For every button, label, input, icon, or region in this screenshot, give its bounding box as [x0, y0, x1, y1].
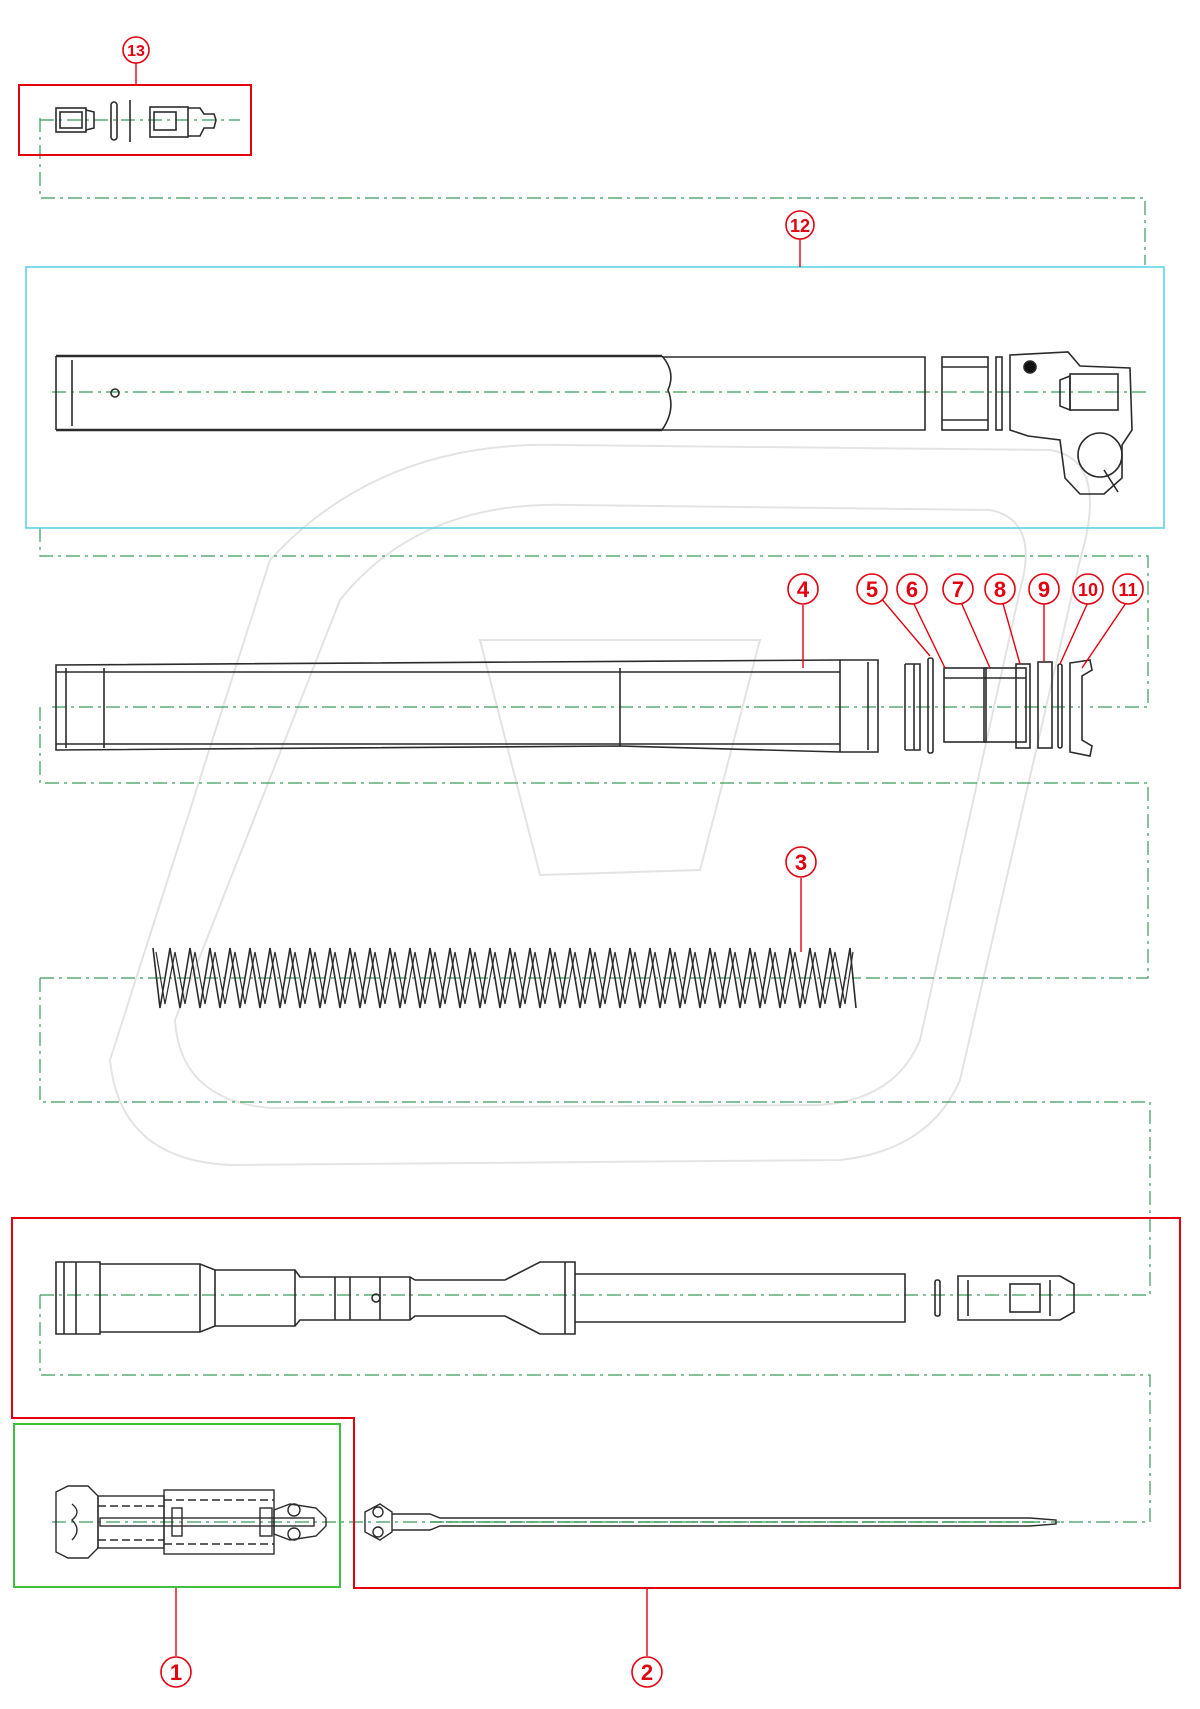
svg-text:7: 7 [952, 577, 964, 602]
callout-13: 13 [122, 36, 150, 64]
assembly-center-lines [39, 118, 1151, 1523]
callout-6: 6 [896, 573, 928, 605]
part-2-damping-rod [364, 1503, 1057, 1541]
callout-3: 3 [785, 846, 817, 878]
group-box-2 [11, 1217, 1181, 1589]
callout-8: 8 [984, 573, 1016, 605]
callout-12: 12 [785, 210, 815, 240]
group-box-13 [18, 84, 252, 156]
svg-text:9: 9 [1038, 577, 1050, 602]
svg-text:2: 2 [641, 1660, 653, 1685]
callout-11: 11 [1112, 573, 1144, 605]
callout-4: 4 [787, 573, 819, 605]
svg-text:4: 4 [797, 577, 810, 602]
svg-text:5: 5 [866, 577, 878, 602]
part-3-spring-inner [155, 951, 854, 1005]
svg-text:12: 12 [790, 216, 810, 236]
part-3-spring [152, 947, 857, 1009]
part-12-outer-tube [55, 351, 1133, 495]
callout-leaders [135, 62, 1129, 1656]
svg-text:6: 6 [906, 577, 918, 602]
callout-7: 7 [942, 573, 974, 605]
callout-2: 2 [631, 1656, 663, 1688]
part-1-valve-assembly [55, 1485, 327, 1559]
callout-9: 9 [1028, 573, 1060, 605]
part-2-cartridge-tube [55, 1261, 1075, 1335]
svg-text:11: 11 [1118, 580, 1137, 600]
parts-5-11-seals-bushings [927, 657, 1093, 757]
part-13-cap-assembly [55, 100, 217, 142]
svg-text:10: 10 [1078, 580, 1098, 600]
group-box-1 [13, 1423, 341, 1588]
svg-text:3: 3 [795, 850, 807, 875]
callout-1: 1 [160, 1656, 192, 1688]
background-watermark [108, 443, 1091, 1167]
svg-text:8: 8 [994, 577, 1006, 602]
callout-5: 5 [856, 573, 888, 605]
callout-10: 10 [1072, 573, 1104, 605]
svg-text:1: 1 [170, 1660, 182, 1685]
part-4-inner-tube [55, 659, 921, 753]
svg-text:13: 13 [127, 43, 145, 60]
group-box-12 [25, 266, 1165, 529]
